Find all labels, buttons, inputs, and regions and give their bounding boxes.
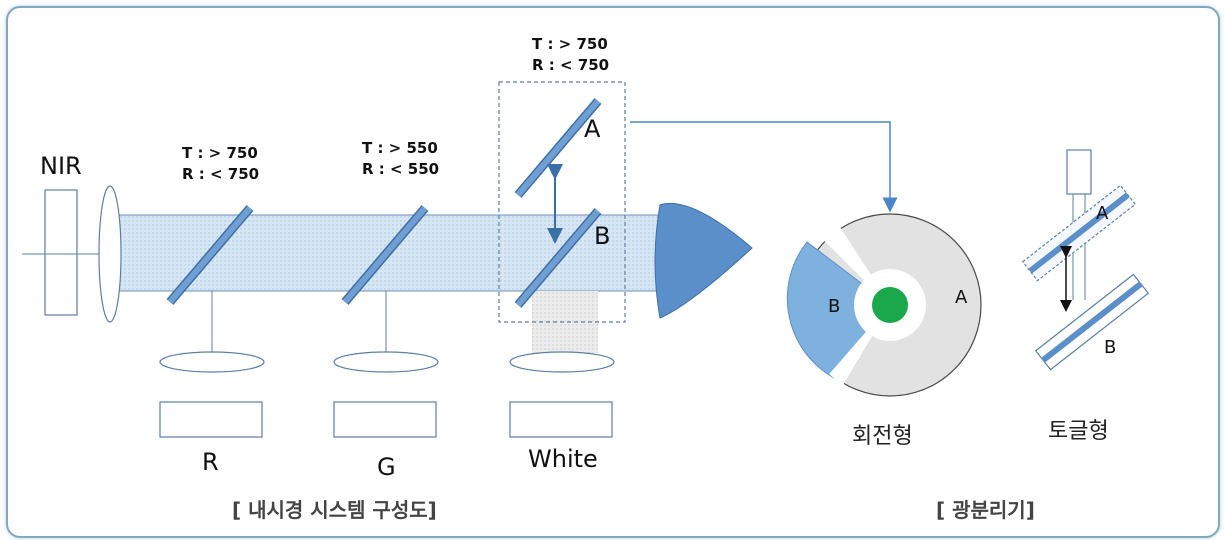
output-cone <box>654 202 753 319</box>
filter-3-reflect: R : < 750 <box>532 56 610 74</box>
mirror-b-label: B <box>594 222 611 250</box>
sensor-r <box>159 401 263 438</box>
disk-label-b: B <box>828 296 841 317</box>
toggle-actuator <box>1066 149 1092 195</box>
sensor-white-label: White <box>528 445 598 473</box>
disk-segment-b <box>786 241 891 381</box>
filter-2-reflect: R : < 550 <box>362 160 440 178</box>
sensor-white <box>509 401 613 438</box>
sensor-g <box>333 401 437 438</box>
toggle-label-b: B <box>1104 337 1117 358</box>
toggle-label-a: A <box>1096 203 1109 224</box>
lens-g <box>333 351 439 373</box>
toggle-type-label: 토글형 <box>1048 419 1109 444</box>
connector-arrow <box>630 121 898 213</box>
nir-label: NIR <box>40 152 82 180</box>
toggle-filter-b <box>1034 273 1150 371</box>
lens-white <box>509 351 615 373</box>
sensor-r-label: R <box>202 448 219 476</box>
splitter-caption: [ 광분리기] <box>936 498 1035 522</box>
filter-2-transmit: T : > 550 <box>362 139 438 157</box>
filter-1-reflect: R : < 750 <box>182 165 260 183</box>
rotating-type-label: 회전형 <box>852 424 913 449</box>
nir-source-block <box>44 189 78 316</box>
input-lens <box>98 185 122 323</box>
toggle-filter-a <box>1021 184 1137 282</box>
disk-label-a: A <box>955 287 968 308</box>
system-caption: [ 내시경 시스템 구성도] <box>232 498 437 522</box>
mirror-switch-box <box>498 81 626 323</box>
filter-1-transmit: T : > 750 <box>182 144 258 162</box>
mirror-a-label: A <box>584 115 601 143</box>
filter-3-transmit: T : > 750 <box>532 35 608 53</box>
disk-center-dot <box>872 287 908 323</box>
lens-r <box>159 351 265 373</box>
sensor-g-label: G <box>377 453 396 481</box>
